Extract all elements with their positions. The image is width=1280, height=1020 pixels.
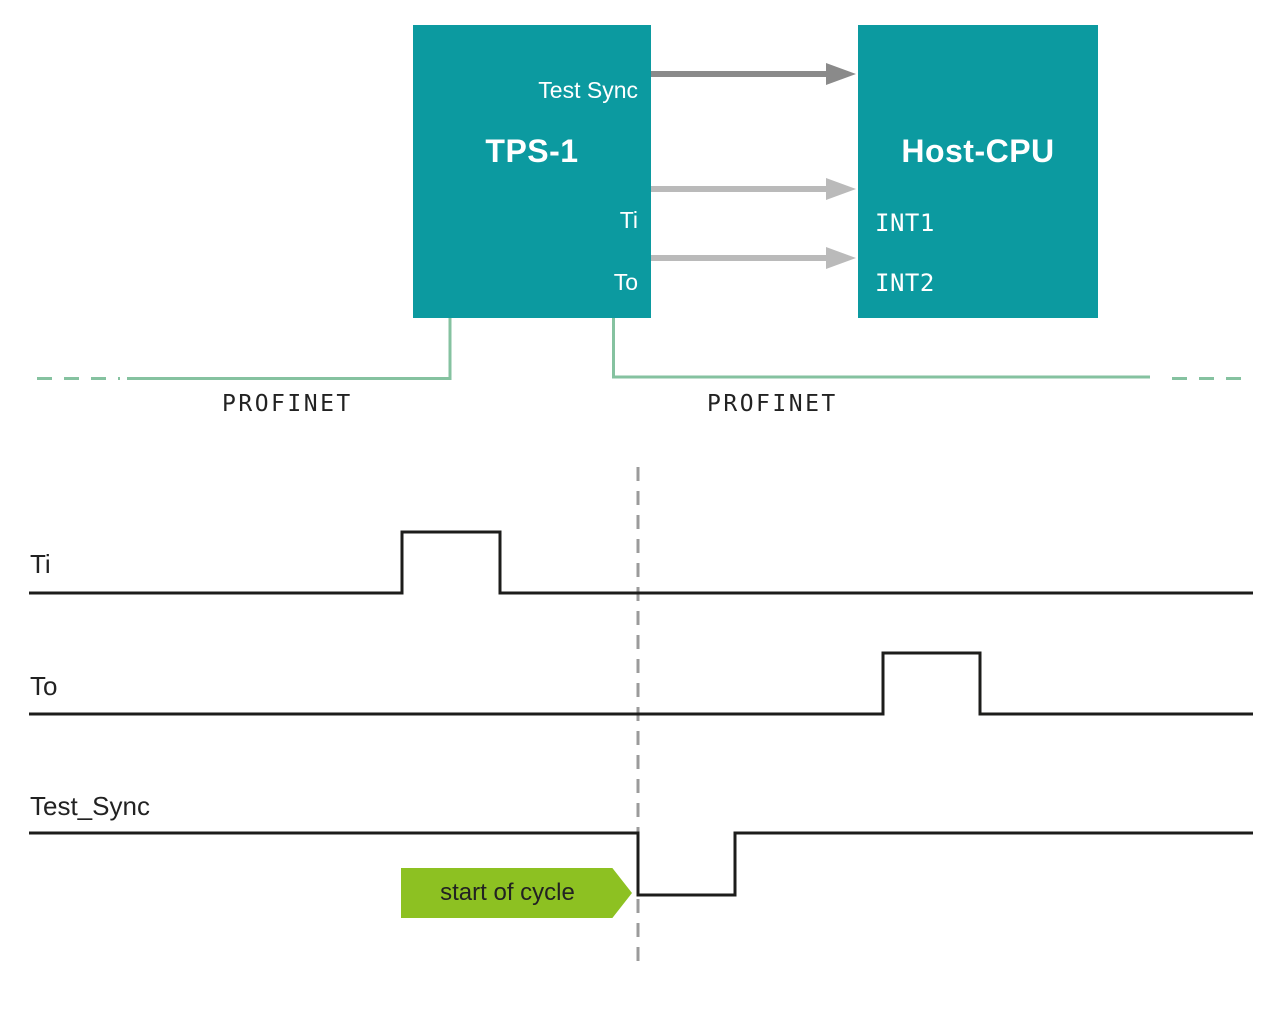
tps1-port-test-sync-label: Test Sync xyxy=(538,77,638,103)
waveform-ti xyxy=(29,530,1253,595)
waveform-to xyxy=(29,651,1253,716)
host-cpu-block: Host-CPU INT1 INT2 xyxy=(858,25,1098,318)
tps1-block: Test Sync TPS-1 Ti To xyxy=(413,25,651,318)
arrow-test-sync xyxy=(651,63,856,85)
profinet-label-right: PROFINET xyxy=(707,391,838,417)
signal-label-ti: Ti xyxy=(30,549,51,579)
arrow-to-int2 xyxy=(651,247,856,269)
arrow-ti-int1 xyxy=(651,178,856,200)
host-cpu-title: Host-CPU xyxy=(901,133,1055,169)
start-of-cycle-label: start of cycle xyxy=(440,879,575,906)
signal-label-to: To xyxy=(30,671,58,701)
tps1-port-ti-label: Ti xyxy=(619,207,638,233)
host-cpu-int1-label: INT1 xyxy=(875,209,935,237)
profinet-line-left xyxy=(37,318,452,380)
profinet-line-right xyxy=(612,318,1253,380)
host-cpu-int2-label: INT2 xyxy=(875,269,935,297)
tps1-title: TPS-1 xyxy=(485,133,579,169)
tps1-port-to-label: To xyxy=(613,269,638,295)
start-of-cycle-flag: start of cycle xyxy=(401,868,632,918)
waveform-test_sync xyxy=(29,831,1253,897)
signal-label-test-sync: Test_Sync xyxy=(30,791,150,821)
profinet-label-left: PROFINET xyxy=(222,391,353,417)
